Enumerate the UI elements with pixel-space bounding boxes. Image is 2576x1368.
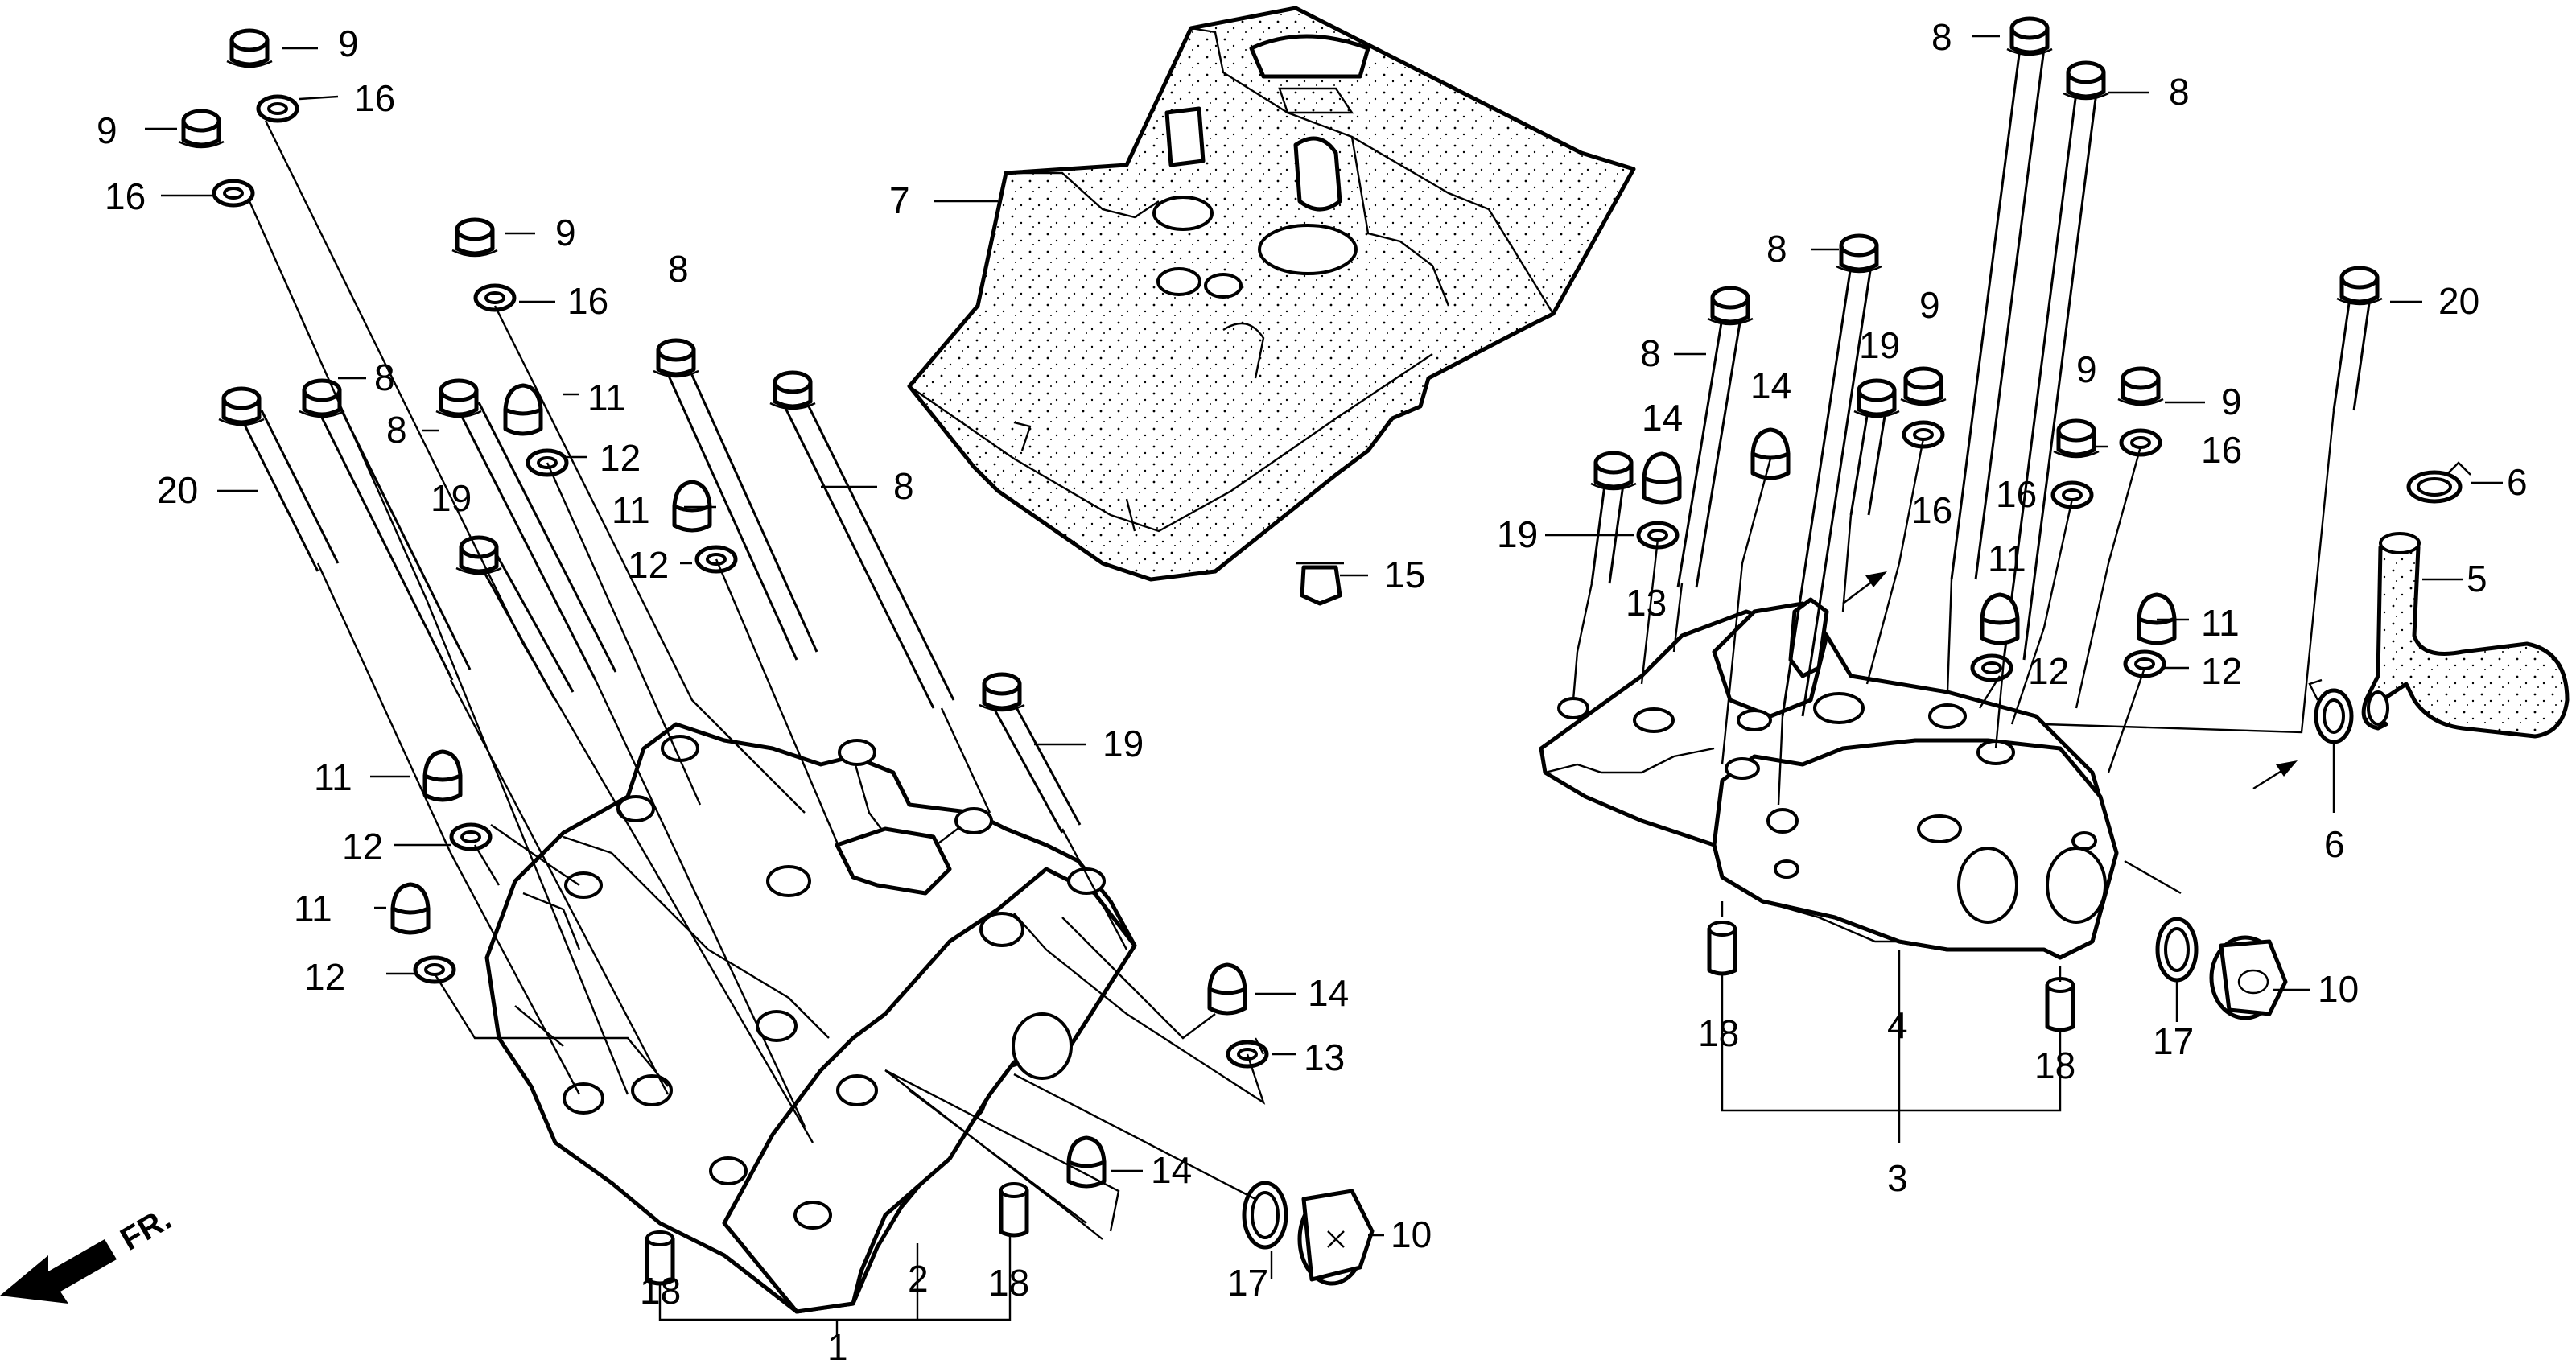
direction-arrows [1842, 571, 2298, 790]
callout-19: 19 [1497, 513, 1538, 555]
callout-16: 16 [354, 77, 395, 119]
callout-2: 2 [908, 1258, 929, 1300]
callout-8: 8 [2169, 71, 2190, 113]
callout-9: 9 [338, 23, 359, 64]
callout-16: 16 [1911, 489, 1952, 531]
callout-20: 20 [2438, 280, 2479, 322]
callout-12: 12 [304, 956, 345, 998]
callout-10: 10 [1391, 1213, 1432, 1255]
callout-1: 1 [827, 1326, 848, 1368]
callout-13: 13 [1304, 1036, 1345, 1078]
callout-19: 19 [431, 477, 472, 519]
callout-17: 17 [1227, 1262, 1268, 1304]
callout-10: 10 [2318, 968, 2359, 1010]
callout-11: 11 [587, 377, 626, 418]
breather-hose [2361, 532, 2570, 739]
leader-lines [145, 35, 2503, 1336]
callout-3: 3 [1887, 1157, 1908, 1199]
callout-16: 16 [567, 280, 608, 322]
left-plug [1242, 1181, 1375, 1286]
callout-11: 11 [294, 888, 332, 929]
callout-16: 16 [2201, 429, 2242, 471]
front-arrow-icon [0, 1239, 117, 1304]
callout-4: 4 [1887, 1004, 1908, 1046]
callout-11: 11 [1988, 538, 2026, 579]
callout-5: 5 [2467, 558, 2487, 600]
callout-8: 8 [893, 465, 914, 507]
callout-14: 14 [1750, 365, 1791, 406]
bolts-right [1591, 19, 2382, 717]
cylinder-head-cover [907, 6, 1636, 582]
hose-clip-upper [2406, 461, 2471, 504]
cover-grommet [1296, 562, 1344, 606]
callout-11: 11 [314, 756, 352, 798]
callout-7: 7 [889, 179, 910, 221]
callout-14: 14 [1308, 972, 1349, 1014]
callout-18: 18 [640, 1270, 681, 1312]
callout-8: 8 [1640, 332, 1661, 374]
callout-11: 11 [612, 489, 650, 531]
callout-11: 11 [2201, 602, 2240, 644]
callout-6: 6 [2324, 823, 2345, 865]
callout-6: 6 [2507, 461, 2528, 503]
callout-12: 12 [2028, 650, 2069, 692]
callout-8: 8 [668, 248, 689, 290]
callout-12: 12 [600, 437, 641, 479]
callout-15: 15 [1384, 554, 1425, 595]
callout-12: 12 [2201, 650, 2242, 692]
callout-18: 18 [2034, 1045, 2075, 1086]
callout-18: 18 [1698, 1012, 1739, 1054]
callout-12: 12 [628, 544, 669, 586]
callout-9: 9 [1919, 284, 1940, 326]
callout-13: 13 [1626, 582, 1667, 624]
hose-clip-lower [2308, 678, 2354, 744]
callout-18: 18 [988, 1262, 1029, 1304]
callout-20: 20 [157, 469, 198, 511]
right-plug [2155, 917, 2288, 1020]
callout-8: 8 [1931, 16, 1952, 58]
callout-8: 8 [386, 409, 407, 451]
callout-19: 19 [1859, 324, 1900, 366]
callout-9: 9 [2076, 348, 2097, 390]
callout-14: 14 [1642, 397, 1683, 439]
front-head-cover [484, 722, 1137, 1314]
callout-12: 12 [342, 826, 383, 867]
callout-16: 16 [1996, 473, 2037, 515]
front-marker-label: FR. [115, 1201, 178, 1257]
callout-8: 8 [374, 356, 395, 398]
callout-9: 9 [97, 109, 117, 151]
callout-16: 16 [105, 175, 146, 217]
callout-17: 17 [2153, 1020, 2194, 1062]
bolts-left [219, 340, 1082, 834]
callout-19: 19 [1103, 723, 1144, 764]
callout-9: 9 [555, 212, 576, 253]
callout-8: 8 [1766, 228, 1787, 270]
callout-9: 9 [2221, 381, 2242, 422]
callout-14: 14 [1151, 1149, 1192, 1191]
